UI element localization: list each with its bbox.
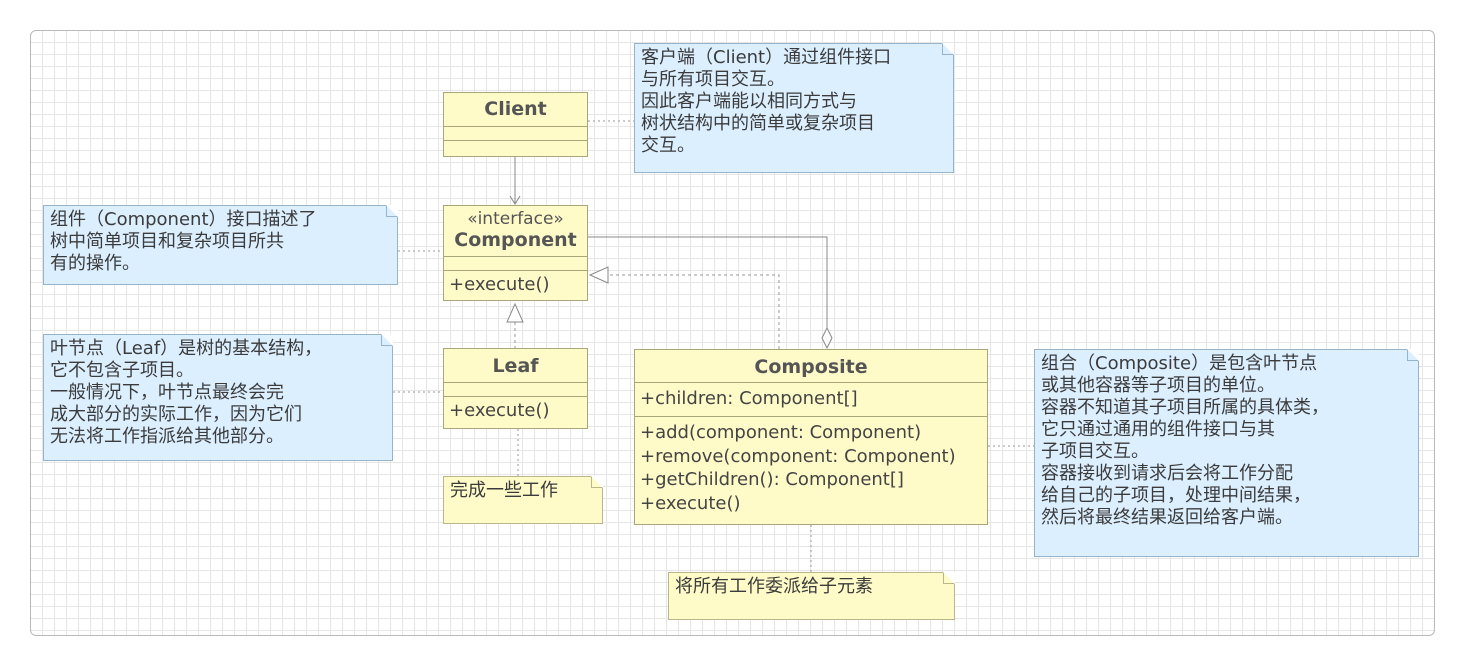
leaf-attributes-section [444, 382, 587, 396]
note-line: 组合（Composite）是包含叶节点 [1041, 353, 1318, 374]
note-line: 有的操作。 [50, 253, 140, 274]
client-note: 客户端（Client）通过组件接口 与所有项目交互。 因此客户端能以相同方式与 … [634, 43, 954, 173]
note-line: 给自己的子项目，处理中间结果， [1041, 485, 1311, 506]
component-note: 组件（Component）接口描述了 树中简单项目和复杂项目所共 有的操作。 [43, 205, 398, 285]
component-methods-section: +execute() [444, 270, 587, 300]
note-line: 它只通过通用的组件接口与其 [1041, 419, 1275, 440]
note-line: 容器不知道其子项目所属的具体类， [1041, 397, 1329, 418]
composite-class-name: Composite [754, 356, 868, 378]
client-methods-section [444, 140, 587, 156]
composite-work-note: 将所有工作委派给子元素 [668, 572, 955, 620]
composite-method-add: +add(component: Component) [640, 422, 922, 443]
note-line: 交互。 [641, 135, 695, 156]
component-method-execute: +execute() [449, 274, 550, 295]
composite-class[interactable]: Composite +children: Component[] +add(co… [634, 349, 988, 525]
composite-method-getchildren: +getChildren(): Component[] [640, 469, 904, 490]
note-line: 与所有项目交互。 [641, 69, 785, 90]
note-line: 成大部分的实际工作，因为它们 [50, 404, 302, 425]
composite-note: 组合（Composite）是包含叶节点 或其他容器等子项目的单位。 容器不知道其… [1034, 349, 1419, 557]
note-line: 然后将最终结果返回给客户端。 [1041, 507, 1293, 528]
note-line: 一般情况下，叶节点最终会完 [50, 382, 284, 403]
note-line: 树状结构中的简单或复杂项目 [641, 113, 875, 134]
leaf-work-note: 完成一些工作 [443, 476, 603, 524]
leaf-methods-section: +execute() [444, 396, 587, 428]
note-line: 或其他容器等子项目的单位。 [1041, 375, 1275, 396]
note-line: 无法将工作指派给其他部分。 [50, 426, 284, 447]
composite-methods-section: +add(component: Component) +remove(compo… [635, 416, 987, 515]
client-class[interactable]: Client [443, 92, 588, 157]
component-name: Component [454, 229, 577, 251]
note-line: 容器接收到请求后会将工作分配 [1041, 463, 1293, 484]
note-line: 树中简单项目和复杂项目所共 [50, 231, 284, 252]
client-attributes-section [444, 126, 587, 140]
note-line: 客户端（Client）通过组件接口 [641, 47, 892, 68]
note-line: 叶节点（Leaf）是树的基本结构， [50, 338, 323, 359]
leaf-method-execute: +execute() [449, 400, 550, 421]
component-interface[interactable]: «interface» Component +execute() [443, 205, 588, 301]
composite-method-execute: +execute() [640, 492, 741, 514]
component-attributes-section [444, 256, 587, 270]
composite-method-remove: +remove(component: Component) [640, 445, 956, 467]
leaf-class[interactable]: Leaf +execute() [443, 348, 588, 429]
note-line: 将所有工作委派给子元素 [675, 576, 873, 597]
note-line: 因此客户端能以相同方式与 [641, 91, 857, 112]
leaf-class-name: Leaf [492, 355, 539, 377]
note-line: 组件（Component）接口描述了 [50, 209, 317, 230]
note-line: 子项目交互。 [1041, 441, 1149, 462]
note-line: 它不包含子项目。 [50, 360, 194, 381]
composite-fields-section: +children: Component[] [635, 382, 987, 416]
composite-field-children: +children: Component[] [640, 388, 858, 409]
client-class-name: Client [484, 98, 547, 120]
note-line: 完成一些工作 [450, 480, 558, 501]
component-stereotype: «interface» [467, 209, 564, 229]
leaf-note: 叶节点（Leaf）是树的基本结构， 它不包含子项目。 一般情况下，叶节点最终会完… [43, 334, 393, 461]
